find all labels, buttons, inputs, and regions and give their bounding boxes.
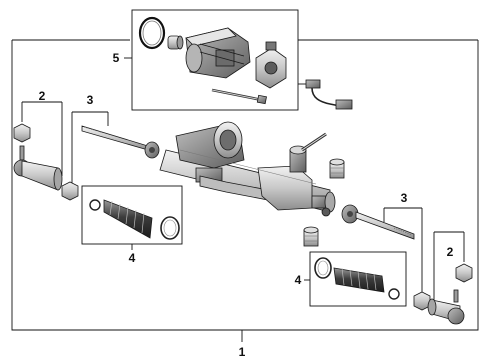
left-boot-clamp-small — [89, 199, 101, 211]
callout-2-right: 2 — [447, 245, 454, 259]
callout-3-right: 3 — [401, 191, 408, 205]
callout-4-right: 4 — [295, 273, 302, 287]
right-inner-tie-rod — [341, 204, 415, 240]
right-boot-kit-group — [304, 251, 407, 307]
motor-cover — [255, 41, 287, 89]
right-tie-rod-end — [427, 289, 465, 325]
right-outer-nut — [455, 263, 473, 283]
electric-motor — [185, 27, 251, 79]
motor-harness — [298, 79, 353, 110]
left-boot — [103, 199, 153, 239]
left-boot-clamp-large — [160, 216, 180, 240]
motor-bolt — [211, 88, 267, 105]
left-boot-kit-group — [81, 185, 183, 250]
motor-kit-group — [124, 9, 353, 111]
right-boot-clamp-small — [388, 288, 400, 300]
callout-1: 1 — [239, 345, 246, 359]
callout-2-left: 2 — [39, 89, 46, 103]
right-inner-tie-rod-group — [341, 204, 431, 311]
left-inner-tie-rod — [81, 125, 160, 159]
motor-bushing — [167, 35, 184, 50]
lower-bushing — [303, 226, 319, 247]
steering-rack — [159, 121, 336, 217]
left-tie-rod-end — [13, 145, 63, 191]
motor-seal-ring — [138, 16, 166, 50]
callout-3-left: 3 — [87, 93, 94, 107]
left-outer-tie-rod-group — [13, 101, 63, 191]
right-boot-clamp-large — [314, 257, 332, 279]
upper-bushing — [329, 158, 345, 179]
callout-4-left: 4 — [129, 251, 136, 265]
right-jam-nut — [413, 291, 431, 311]
left-jam-nut — [61, 181, 79, 201]
left-inner-tie-rod-group — [61, 111, 160, 201]
assembly-frame — [11, 39, 479, 342]
left-outer-nut — [13, 123, 31, 143]
right-boot — [333, 267, 385, 293]
right-outer-tie-rod-group — [427, 231, 473, 325]
motor-seal-ring-inner — [142, 20, 162, 46]
callout-5: 5 — [113, 51, 120, 65]
